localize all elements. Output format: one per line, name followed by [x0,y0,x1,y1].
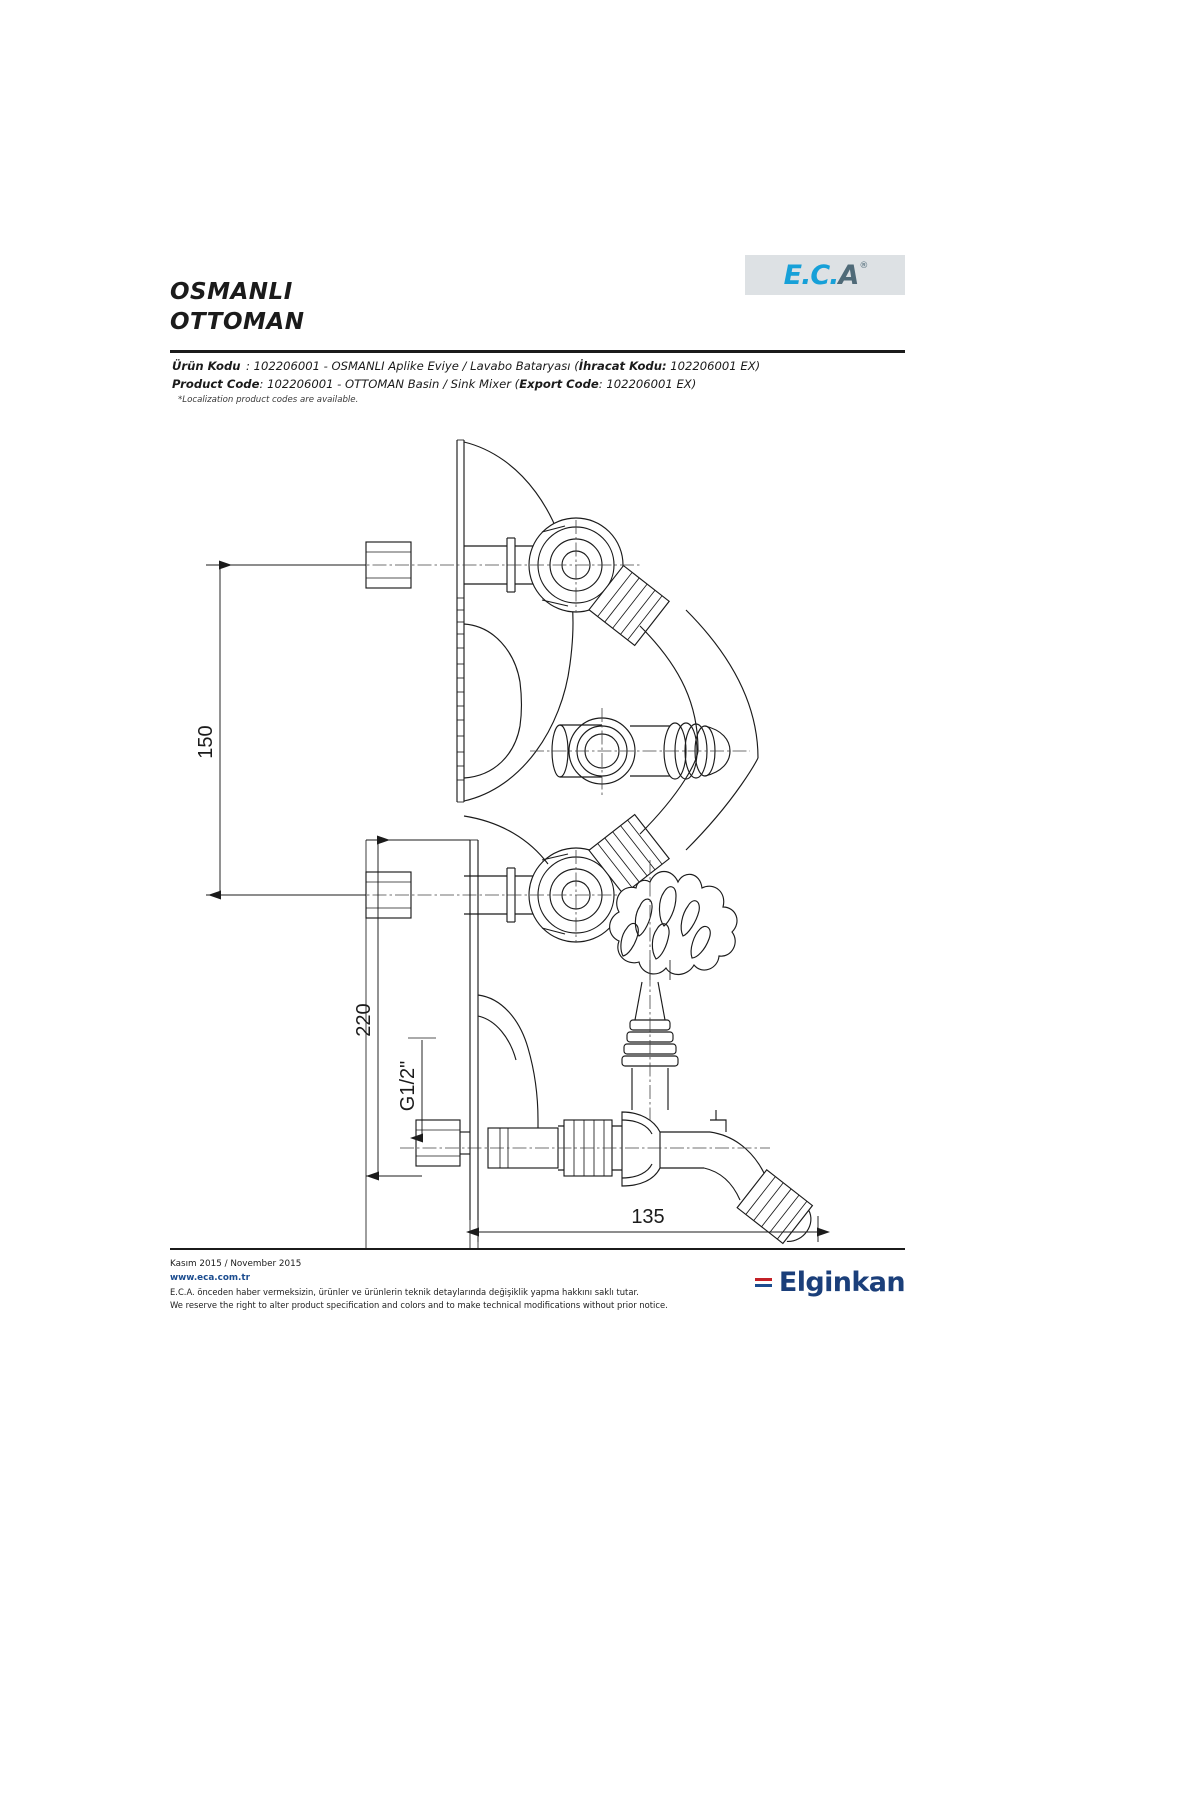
elginkan-bar-red [754,1278,772,1281]
product-code-row-tr: Ürün Kodu: 102206001 - OSMANLI Aplike Ev… [172,358,912,376]
footer-date: Kasım 2015 / November 2015 [170,1259,302,1269]
dimension-150: 150 [195,725,217,758]
footer-website[interactable]: www.eca.com.tr [170,1273,250,1284]
product-code-value-tr: 102206001 - OSMANLI Aplike Eviye / Lavab… [253,359,579,373]
page-footer: Kasım 2015 / November 2015 www.eca.com.t… [170,1248,906,1325]
product-code-sep-en: : [259,376,268,391]
elginkan-bar-blue [754,1284,772,1287]
registered-trademark-icon: ® [859,260,868,271]
product-title-tr: OSMANLI [170,279,293,305]
front-view-group: 150 [195,439,759,943]
export-code-label-en: Export Code [519,376,599,391]
technical-drawings: .ln { fill:none; stroke:#1b1b1b; stroke-… [170,420,910,1250]
product-code-row-en: Product Code: 102206001 - OTTOMAN Basin … [172,376,912,394]
elginkan-logo: Elginkan [754,1267,906,1298]
localization-note: *Localization product codes are availabl… [178,394,359,405]
dimension-g-half-inch: G1/2" [397,1061,419,1111]
eca-logo-secondary: A [838,259,859,291]
product-code-label-en: Product Code [172,376,260,391]
footer-disclaimer-tr: E.C.A. önceden haber vermeksizin, ürünle… [170,1286,639,1297]
footer-disclaimer-en: We reserve the right to alter product sp… [170,1300,668,1311]
page-header: E.C.A® OSMANLI OTTOMAN [170,255,905,365]
page-title: OSMANLI OTTOMAN [170,277,304,338]
dimension-135: 135 [631,1206,664,1228]
elginkan-wordmark: Elginkan [778,1267,906,1298]
eca-logo-primary: E.C. [783,259,840,291]
eca-logo-text: E.C.A® [783,259,869,291]
elginkan-mark-icon [754,1273,772,1293]
dimension-220: 220 [353,1003,375,1036]
footer-divider [170,1248,905,1250]
header-divider [170,350,905,353]
side-view-group: G1/2" 220 135 [353,835,830,1250]
product-code-sep-tr: : [246,359,254,373]
export-code-value-en: : 102206001 EX) [598,376,697,391]
product-code-label-tr: Ürün Kodu [172,359,241,373]
export-code-label-tr: İhracat Kodu: [578,359,667,373]
ornate-handle [609,870,738,980]
eca-logo: E.C.A® [745,255,905,295]
product-title-en: OTTOMAN [170,309,305,336]
product-code-block: Ürün Kodu: 102206001 - OSMANLI Aplike Ev… [172,358,912,405]
export-code-value-tr: 102206001 EX) [666,359,761,373]
product-code-value-en: 102206001 - OTTOMAN Basin / Sink Mixer ( [267,376,520,391]
technical-drawing-svg: .ln { fill:none; stroke:#1b1b1b; stroke-… [195,439,830,1250]
